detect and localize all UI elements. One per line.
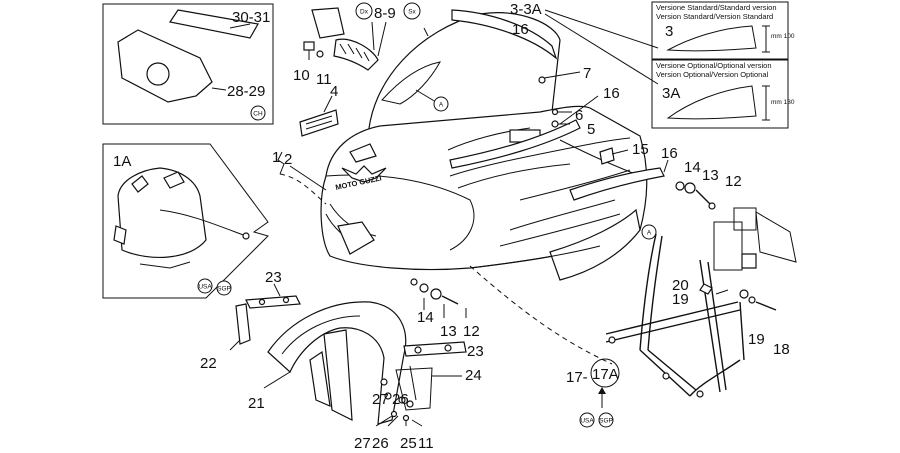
label-24: 24: [465, 367, 482, 384]
label-19-a: 19: [672, 291, 689, 308]
side-trim-right: [569, 167, 665, 201]
svg-text:SGP: SGP: [599, 418, 613, 425]
label-12-mid: 12: [463, 323, 480, 340]
hardware-right: [675, 181, 716, 210]
label-26-a: 26: [392, 391, 409, 408]
bracket-23-24: [395, 341, 467, 411]
version-box-optional: Versione Optional/Optional version Versi…: [651, 59, 795, 129]
label-7: 7: [583, 65, 591, 82]
svg-text:Version Standard/Version Stand: Version Standard/Version Standard: [656, 12, 773, 21]
a-badge-right: A: [641, 224, 657, 240]
svg-text:A: A: [647, 230, 652, 237]
label-16-mid: 16: [603, 85, 620, 102]
hardware-mid: [410, 278, 467, 318]
dx-badge: Dx: [355, 2, 373, 20]
label-1a: 1A: [113, 153, 131, 170]
bracket-22-23: [229, 283, 301, 351]
usa-badge-bottom: USA: [579, 412, 595, 428]
screws-5-6: [551, 108, 572, 128]
label-3-3a: 3-3A: [510, 1, 542, 18]
label-19-b: 19: [748, 331, 765, 348]
svg-text:Dx: Dx: [360, 9, 369, 16]
a-badge-top: A: [433, 96, 449, 112]
label-21: 21: [248, 395, 265, 412]
label-23-mid: 23: [467, 343, 484, 360]
label-28-29: 28-29: [227, 83, 265, 100]
label-26-b: 26: [372, 435, 389, 452]
label-17: 17-: [566, 369, 588, 386]
label-27-b: 27: [354, 435, 371, 452]
detail-box-handlebar-weights: [102, 3, 274, 125]
label-13-right: 13: [702, 167, 719, 184]
svg-text:SGP: SGP: [217, 286, 231, 293]
svg-text:17A: 17A: [592, 366, 619, 383]
label-22: 22: [200, 355, 217, 372]
label-8-9: 8-9: [374, 5, 396, 22]
label-5: 5: [587, 121, 595, 138]
svg-text:CH: CH: [253, 111, 263, 118]
label-11-top: 11: [316, 71, 332, 88]
svg-text:Version Optional/Version Optio: Version Optional/Version Optional: [656, 70, 768, 79]
version-box-standard: Versione Standard/Standard version Versi…: [651, 1, 795, 60]
mirror-assembly: [303, 7, 387, 71]
svg-text:mm 100: mm 100: [771, 33, 795, 40]
usa-badge-left: USA: [197, 278, 213, 294]
label-3: 3: [665, 23, 673, 40]
label-18: 18: [773, 341, 790, 358]
svg-text:A: A: [439, 102, 444, 109]
label-30-31: 30-31: [232, 9, 270, 26]
svg-text:Versione Optional/Optional ver: Versione Optional/Optional version: [656, 61, 772, 70]
label-4: 4: [330, 83, 338, 100]
label-25: 25: [400, 435, 417, 452]
sgp-badge-left: SGP: [216, 280, 232, 296]
label-3a: 3A: [662, 85, 680, 102]
sx-badge: Sx: [403, 2, 421, 20]
label-11-bottom: 11: [418, 435, 434, 452]
label-27-a: 27: [372, 391, 389, 408]
detail-bubble-1a: [102, 143, 269, 299]
label-2: 2: [284, 151, 292, 168]
svg-text:USA: USA: [580, 418, 594, 425]
trim-strip-top: [451, 9, 558, 60]
svg-text:Sx: Sx: [408, 9, 416, 16]
svg-text:USA: USA: [198, 284, 212, 291]
label-16-right: 16: [661, 145, 678, 162]
front-fairing: MOTO GUZZI: [320, 105, 648, 281]
label-15: 15: [632, 141, 649, 158]
label-17a-circle: 17A: [590, 358, 620, 388]
label-6: 6: [575, 107, 583, 124]
trim-strip-mid: [449, 119, 581, 169]
svg-text:Versione Standard/Standard ver: Versione Standard/Standard version: [656, 3, 777, 12]
decal-plate: [299, 95, 339, 137]
ch-badge: CH: [250, 105, 266, 121]
front-mudguard: [263, 301, 407, 425]
label-10: 10: [293, 67, 310, 84]
label-12-right: 12: [725, 173, 742, 190]
label-13-mid: 13: [440, 323, 457, 340]
label-14-right: 14: [684, 159, 701, 176]
hardware-25-27: [375, 378, 423, 427]
label-1: 1: [272, 149, 280, 166]
support-frame: [605, 207, 797, 398]
svg-text:mm 130: mm 130: [771, 99, 795, 106]
label-16-top: 16: [512, 21, 529, 38]
label-20: 20: [672, 277, 689, 294]
label-23-top: 23: [265, 269, 282, 286]
label-14-mid: 14: [417, 309, 434, 326]
sgp-badge-bottom: SGP: [598, 412, 614, 428]
